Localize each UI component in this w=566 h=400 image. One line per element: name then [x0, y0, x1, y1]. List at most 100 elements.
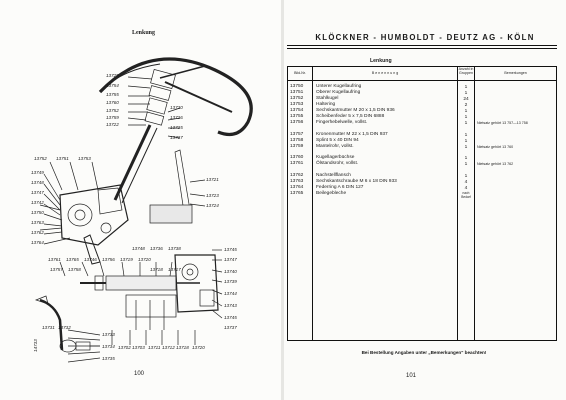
part-label: 13749 [31, 170, 44, 175]
row-part-number: 13751 [290, 90, 304, 95]
part-label: 13736 [150, 246, 163, 251]
row-quantity: nach Bedarf [461, 191, 471, 199]
row-quantity: 24 [463, 97, 469, 102]
left-page [0, 0, 283, 400]
row-quantity: 1 [464, 115, 468, 120]
table-border-left [287, 66, 288, 340]
part-label: 13760 [106, 100, 119, 105]
row-part-number: 13756 [290, 120, 304, 125]
right-page-number: 101 [406, 373, 417, 379]
row-part-name: Haltering [316, 102, 336, 107]
table-top-rule [287, 66, 557, 67]
row-part-name: Sechskantschraube M 6 x 18 DIN 933 [316, 179, 397, 184]
row-part-number: 13752 [290, 96, 304, 101]
part-label: 13745 [224, 247, 237, 252]
table-bottom-rule [287, 340, 557, 341]
row-part-name: Sechskantmutter M 20 x 1,5 DIN 936 [316, 108, 395, 113]
part-label: 13730 [170, 105, 183, 110]
row-remark: Nietsatz gehört 13 762 [477, 162, 514, 166]
part-label: 13761 [48, 257, 61, 262]
row-remark: Nietsatz gehört 13 757—13 758 [477, 121, 528, 125]
part-label: 13764 [31, 240, 44, 245]
part-label: 13734 [102, 344, 115, 349]
row-part-number: 13760 [290, 155, 304, 160]
row-part-name: Scheibenfeder 5 x 7,5 DIN 6888 [316, 114, 385, 119]
part-label: 13754 [106, 83, 119, 88]
part-label: 13742 [31, 200, 44, 205]
part-label: 13725 [170, 125, 183, 130]
part-label: 14733 [33, 339, 38, 352]
row-quantity: 1 [464, 162, 468, 167]
part-label: 13739 [224, 279, 237, 284]
part-label: 13729 [106, 73, 119, 78]
part-label: 13743 [224, 303, 237, 308]
part-label: 13720 [192, 345, 205, 350]
part-label: 13712 [162, 345, 175, 350]
part-label: 13759 [106, 115, 119, 120]
row-part-name: Ölstandsrohr, vollst. [316, 161, 359, 166]
part-label: 13719 [120, 257, 133, 262]
row-part-name: Splint 5 x 40 DIN 94 [316, 138, 359, 143]
row-part-number: 13765 [290, 191, 304, 196]
part-label: 13718 [176, 345, 189, 350]
row-quantity: 1 [464, 156, 468, 161]
part-label: 13726 [170, 115, 183, 120]
table-border-right [556, 66, 557, 340]
part-label: 13746 [84, 257, 97, 262]
steering-exploded-drawing [34, 57, 253, 363]
row-quantity: 1 [464, 85, 468, 90]
part-label: 13750 [31, 210, 44, 215]
part-label: 13751 [56, 156, 69, 161]
row-part-name: Beilegebleche [316, 191, 347, 196]
row-part-name: Kronenmutter M 22 x 1,5 DIN 937 [316, 132, 388, 137]
part-label: 13752 [106, 108, 119, 113]
part-label: 13732 [58, 325, 71, 330]
part-label: 13722 [106, 122, 119, 127]
row-quantity: 1 [464, 121, 468, 126]
part-label: 13718 [150, 267, 163, 272]
part-label: 13756 [102, 257, 115, 262]
row-quantity: 1 [464, 139, 468, 144]
row-part-number: 13762 [290, 173, 304, 178]
part-label: 13702 [118, 345, 131, 350]
col-divider [457, 66, 458, 340]
row-part-number: 13759 [290, 144, 304, 149]
part-label: 13752 [34, 156, 47, 161]
row-quantity: 1 [464, 91, 468, 96]
row-part-number: 13761 [290, 161, 304, 166]
row-quantity: 4 [464, 186, 468, 191]
part-label: 13737 [224, 325, 237, 330]
header-rule-thin [287, 48, 557, 49]
row-part-name: Stahlkugel [316, 96, 339, 101]
part-label: 13738 [168, 246, 181, 251]
table-title: Lenkung [370, 58, 392, 64]
part-label: 13748 [132, 246, 145, 251]
part-label: 13711 [148, 345, 161, 350]
part-label: 13735 [102, 356, 115, 361]
col-divider [312, 66, 313, 340]
part-label: 13758 [68, 267, 81, 272]
left-page-title: Lenkung [132, 30, 156, 36]
page-gutter [281, 0, 284, 400]
company-header: KLÖCKNER - HUMBOLDT - DEUTZ AG - KÖLN [315, 33, 535, 42]
row-remark: Nietsatz gehört 13 760 [477, 145, 514, 149]
row-part-number: 13753 [290, 102, 304, 107]
part-label: 13744 [224, 291, 237, 296]
row-part-name: Fingerhebelwelle, vollst. [316, 120, 368, 125]
row-quantity: 1 [464, 174, 468, 179]
order-footer-note: Bei Bestellung Angaben unter „Bemerkunge… [361, 350, 487, 355]
part-label: 13748 [31, 180, 44, 185]
row-part-name: Mantelrohr, vollst. [316, 144, 354, 149]
row-part-number: 13763 [290, 179, 304, 184]
col-divider [474, 66, 475, 340]
row-quantity: 1 [464, 109, 468, 114]
part-label: 13717 [168, 267, 181, 272]
header-bemerkungen: Bemerkungen [504, 71, 527, 75]
part-label: 13727 [170, 135, 183, 140]
row-part-number: 13758 [290, 138, 304, 143]
part-label: 13733 [102, 332, 115, 337]
row-quantity: 1 [464, 133, 468, 138]
row-part-name: Oberer Kugellaufring [316, 90, 361, 95]
row-part-name: Nachstellflansch [316, 173, 351, 178]
part-label: 13731 [42, 325, 55, 330]
